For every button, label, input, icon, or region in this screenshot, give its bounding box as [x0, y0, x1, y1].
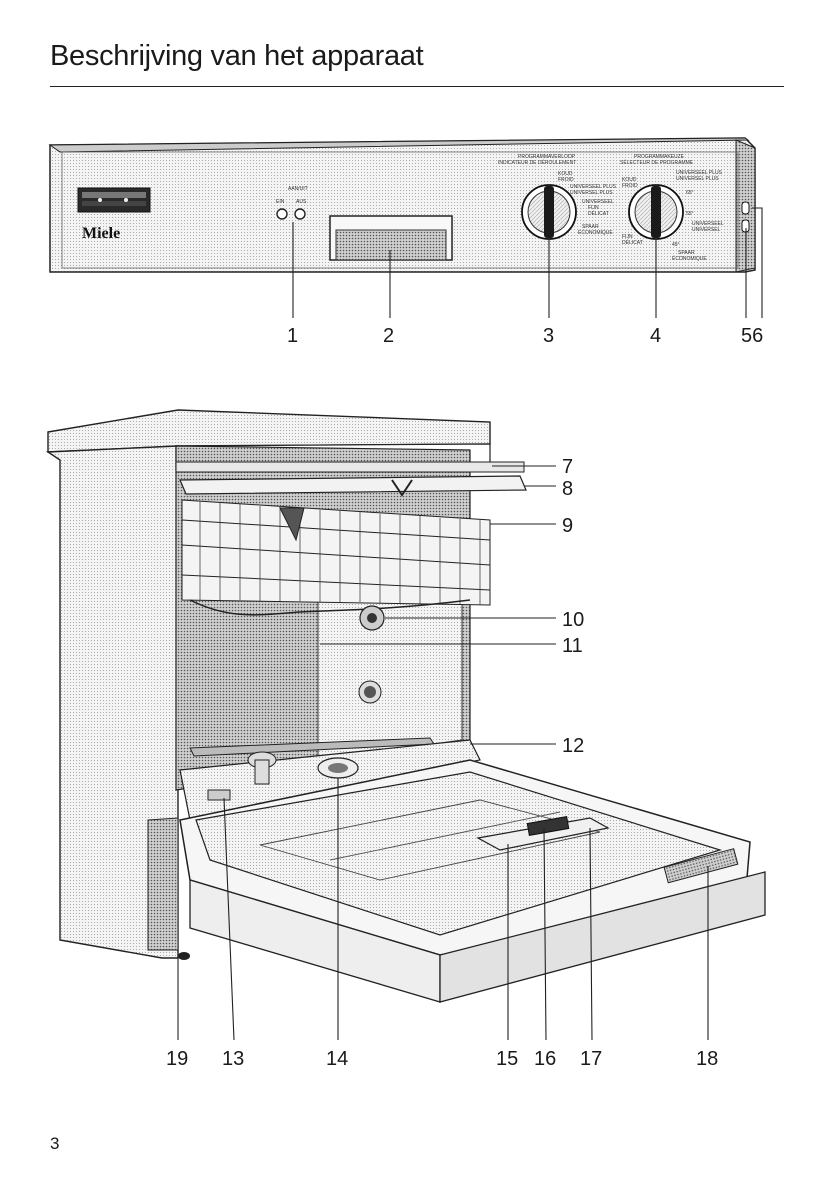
dial2-label: KOUD: [622, 177, 637, 183]
callout-15: 15: [496, 1048, 518, 1070]
progress-header: PROGRAMMAVERLOOP: [518, 154, 576, 160]
program-selector-dial[interactable]: PROGRAMMAKEUZE SÉLECTEUR DE PROGRAMME KO…: [620, 154, 724, 262]
callout-1: 1: [287, 325, 298, 347]
dial2-label: FROID: [622, 183, 638, 189]
callout-9: 9: [562, 515, 573, 537]
callout-16: 16: [534, 1048, 556, 1070]
callout-8: 8: [562, 478, 573, 500]
dial2-label: 55°: [686, 211, 694, 217]
dial1-label: SPAAR: [582, 224, 599, 230]
dial1-label: FIJN: [588, 205, 599, 211]
dial2-label: 45°: [672, 242, 680, 248]
callout-18: 18: [696, 1048, 718, 1070]
brand-logo: Miele: [82, 225, 120, 242]
control-panel: [48, 137, 756, 273]
progress-header-fr: INDICATEUR DE DÉROULEMENT: [498, 159, 576, 166]
open-door: [179, 759, 766, 1003]
dial2-label: ÉCONOMIQUE: [672, 255, 707, 262]
callout-2: 2: [383, 325, 394, 347]
dial1-label: FROID: [558, 177, 574, 183]
door-opener-handle[interactable]: [329, 215, 453, 261]
door-control-strip: [663, 848, 739, 884]
title-divider: [50, 86, 784, 87]
callout-10: 10: [562, 609, 584, 631]
dial1-label: KOUD: [558, 171, 573, 177]
door-handle-grip: [77, 187, 151, 213]
dial1-label: ÉCONOMIQUE: [578, 229, 613, 236]
callout-56: 56: [741, 325, 763, 347]
upper-spray-rail: [175, 461, 527, 497]
dial2-label: SPAAR: [678, 250, 695, 256]
body-callout-lines: [177, 465, 709, 1041]
callout-7: 7: [562, 456, 573, 478]
upper-basket: [181, 499, 491, 616]
side-indicator-lamps: [741, 201, 750, 233]
dial2-label: UNIVERSEEL: [692, 221, 724, 227]
dial1-label: UNIVERSEEL: [582, 199, 614, 205]
panel-callout-lines: [292, 207, 763, 318]
dial1-label: UNIVERSEL PLUS: [570, 190, 613, 196]
dial1-label: DÉLICAT: [588, 210, 609, 217]
switch-label-aan-uit: AAN/UIT: [288, 186, 308, 192]
callout-13: 13: [222, 1048, 244, 1070]
switch-label-aus: AUS: [296, 199, 307, 205]
selector-header-fr: SÉLECTEUR DE PROGRAMME: [620, 159, 694, 166]
page-title: Beschrijving van het apparaat: [50, 40, 424, 72]
callout-12: 12: [562, 735, 584, 757]
dial1-label: UNIVERSEEL PLUS: [570, 184, 617, 190]
detergent-dispenser: [476, 816, 610, 851]
dial2-label: UNIVERSEEL PLUS: [676, 170, 723, 176]
dial2-label: DÉLICAT: [622, 239, 643, 246]
callout-14: 14: [326, 1048, 348, 1070]
program-progress-indicator-dial[interactable]: PROGRAMMAVERLOOP INDICATEUR DE DÉROULEME…: [498, 154, 617, 240]
dial2-label: 65°: [686, 190, 694, 196]
callout-3: 3: [543, 325, 554, 347]
switch-label-ein: EIN: [276, 199, 285, 205]
callout-11: 11: [562, 635, 583, 657]
dial2-label: UNIVERSEL: [692, 227, 721, 233]
dial2-label: UNIVERSEL PLUS: [676, 176, 719, 182]
spray-arm-nozzle: [359, 605, 385, 631]
callout-17: 17: [580, 1048, 602, 1070]
lower-spray-arm-and-filter: [179, 737, 481, 821]
selector-header: PROGRAMMAKEUZE: [634, 154, 685, 160]
callout-4: 4: [650, 325, 661, 347]
page-number: 3: [50, 1134, 60, 1153]
callout-19: 19: [166, 1048, 188, 1070]
dial2-label: FIJN: [622, 234, 633, 240]
on-off-switch[interactable]: AAN/UIT EIN AUS: [276, 186, 308, 220]
